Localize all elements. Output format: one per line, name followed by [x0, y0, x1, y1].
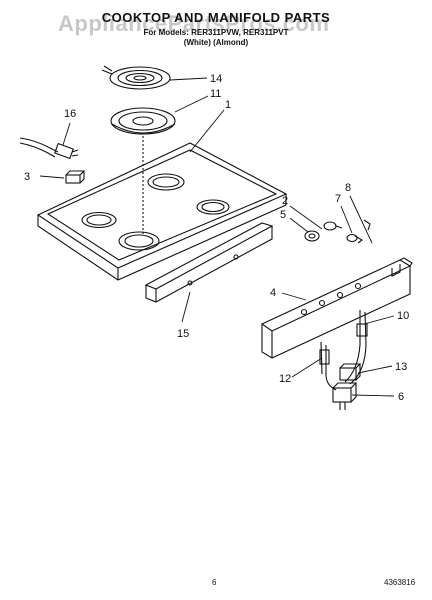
model-colors: (White) (Almond) — [183, 38, 249, 47]
callout-11: 11 — [210, 88, 221, 100]
callout-4: 4 — [270, 287, 276, 299]
part-clip — [65, 170, 86, 184]
callout-5: 5 — [280, 209, 286, 221]
model-numbers: For Models: RER311PVW, RER311PVT — [143, 28, 289, 37]
callout-leaders — [39, 77, 395, 397]
callout-13: 13 — [395, 361, 407, 373]
callout-15: 15 — [177, 328, 189, 340]
part-switch-wiring — [319, 310, 368, 410]
part-front-bracket — [144, 222, 274, 303]
part-manifold-panel — [260, 257, 413, 359]
part-terminal-block-wire — [19, 137, 79, 160]
part-drip-bowl — [110, 107, 176, 135]
page-title: COOKTOP AND MANIFOLD PARTS — [101, 10, 331, 25]
part-cooktop — [36, 136, 288, 281]
callout-8: 8 — [345, 182, 351, 194]
part-control-knobs — [304, 219, 371, 244]
callout-16: 16 — [64, 108, 76, 120]
callout-1: 1 — [225, 99, 231, 111]
callout-12: 12 — [279, 373, 291, 385]
callout-6: 6 — [398, 391, 404, 403]
callout-3: 3 — [24, 171, 30, 183]
part-burner-element — [101, 65, 171, 90]
page-number: 6 — [212, 578, 217, 587]
document-number: 4363816 — [384, 578, 416, 587]
callout-14: 14 — [210, 73, 222, 85]
watermark: AppliancePartsPros.com — [58, 11, 330, 36]
callout-2: 2 — [282, 195, 288, 207]
callout-7: 7 — [335, 193, 341, 205]
callout-10: 10 — [397, 310, 409, 322]
